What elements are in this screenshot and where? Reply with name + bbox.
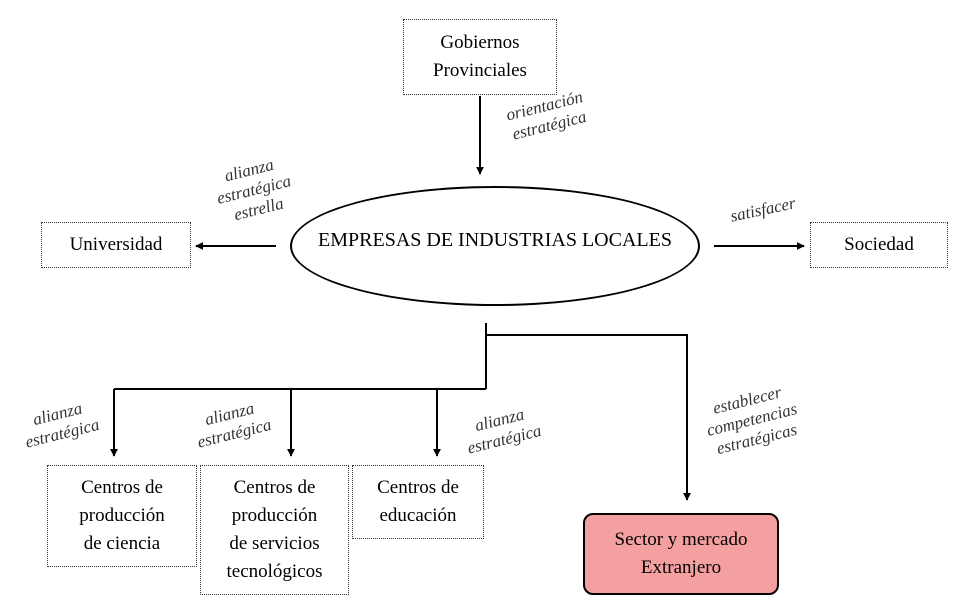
- central-title: EMPRESAS DE INDUSTRIAS LOCALES: [318, 229, 672, 251]
- node-universidad: Universidad: [41, 222, 191, 268]
- node-gobiernos-line1: Gobiernos: [440, 32, 520, 53]
- node-gobiernos-line2: Provinciales: [433, 60, 527, 81]
- node-educacion-line2: educación: [379, 505, 457, 526]
- node-ciencia-line3: de ciencia: [83, 533, 161, 554]
- node-educacion-line1: Centros de: [377, 477, 459, 498]
- node-servicios-line1: Centros de: [233, 477, 316, 498]
- node-centros-servicios: Centros de producción de servicios tecno…: [200, 465, 349, 595]
- node-gobiernos-provinciales: Gobiernos Provinciales: [403, 19, 557, 95]
- node-servicios-line2: producción: [231, 505, 318, 526]
- node-sector-extranjero: Sector y mercado Extranjero: [583, 513, 779, 595]
- node-centros-ciencia: Centros de producción de ciencia: [47, 465, 197, 567]
- node-universidad-label: Universidad: [69, 234, 163, 255]
- node-servicios-line3: de servicios: [229, 533, 320, 554]
- node-ciencia-line2: producción: [79, 505, 165, 526]
- node-centros-educacion: Centros de educación: [352, 465, 484, 539]
- central-ellipse: [290, 186, 700, 306]
- node-sector-line1: Sector y mercado: [614, 529, 748, 550]
- arrow-to-sector: [486, 334, 691, 501]
- node-sector-line2: Extranjero: [640, 557, 722, 578]
- node-ciencia-line1: Centros de: [81, 477, 163, 498]
- node-sociedad: Sociedad: [810, 222, 948, 268]
- node-sociedad-label: Sociedad: [844, 234, 914, 255]
- node-servicios-line4: tecnológicos: [226, 561, 323, 582]
